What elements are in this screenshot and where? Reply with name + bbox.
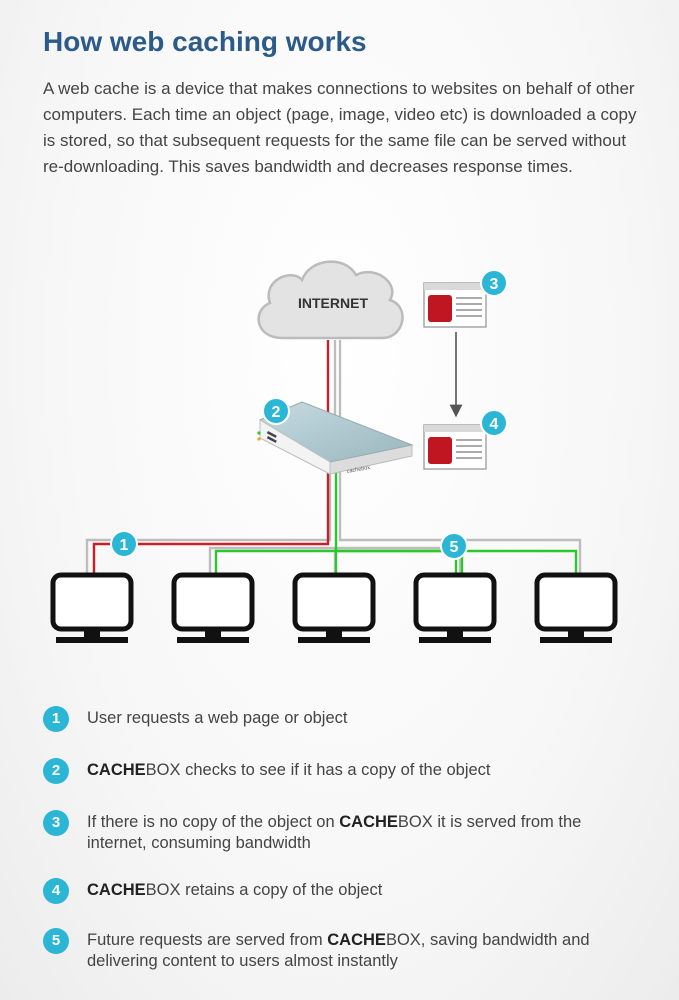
legend-number-badge: 1 (43, 706, 69, 732)
step-badge-1: 1 (110, 530, 138, 558)
caching-diagram: INTERNET cachebox (50, 260, 618, 643)
legend-number-badge: 5 (43, 928, 69, 954)
svg-text:4: 4 (490, 416, 499, 433)
page-title: How web caching works (43, 26, 367, 57)
intro-paragraph: A web cache is a device that makes conne… (43, 79, 637, 176)
svg-text:1: 1 (120, 537, 129, 554)
computer-3 (292, 572, 376, 643)
legend-number-badge: 2 (43, 758, 69, 784)
svg-text:2: 2 (272, 404, 281, 421)
svg-text:5: 5 (450, 539, 459, 556)
legend-text: CACHEBOX retains a copy of the object (87, 881, 383, 899)
step-badge-5: 5 (440, 532, 468, 560)
step-badge-3: 3 (480, 269, 508, 297)
legend-number-badge: 3 (43, 810, 69, 836)
request-path-line (92, 340, 330, 575)
user-computers (50, 572, 618, 643)
legend-text: CACHEBOX checks to see if it has a copy … (87, 761, 491, 779)
legend-text: If there is no copy of the object on CAC… (87, 813, 582, 852)
cached-path-line (214, 470, 578, 575)
device-brand-label: cachebox (346, 465, 370, 475)
legend-text: User requests a web page or object (87, 709, 348, 727)
legend-number-badge: 4 (43, 878, 69, 904)
computer-1 (50, 572, 134, 643)
step-badge-4: 4 (480, 409, 508, 437)
computer-4 (413, 572, 497, 643)
legend-text: Future requests are served from CACHEBOX… (87, 931, 590, 970)
web-object-internet (423, 282, 487, 328)
internet-cloud: INTERNET (257, 260, 404, 340)
cloud-label: INTERNET (298, 295, 368, 311)
computer-5 (534, 572, 618, 643)
computer-2 (171, 572, 255, 643)
web-object-cached (423, 424, 487, 470)
svg-text:3: 3 (490, 276, 499, 293)
step-badge-2: 2 (262, 397, 290, 425)
